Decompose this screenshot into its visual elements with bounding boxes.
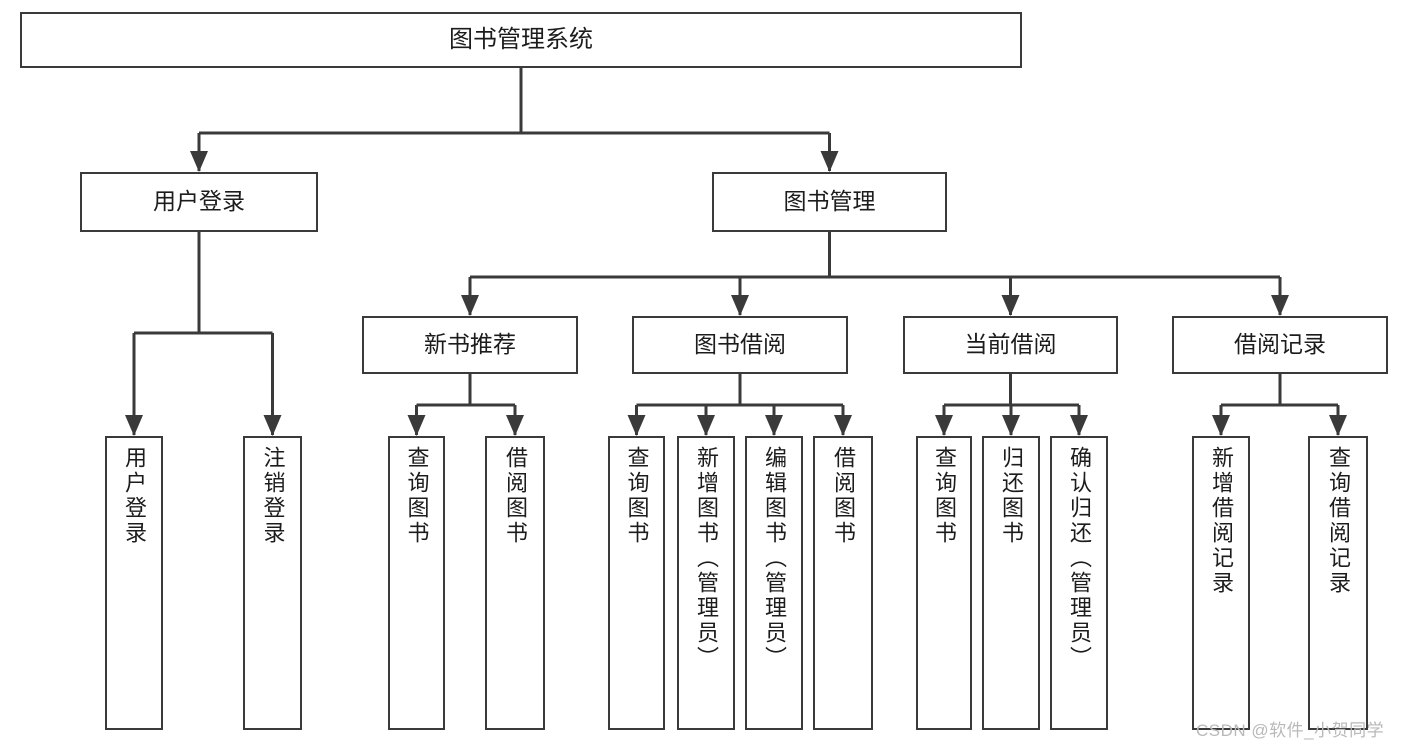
leaf-query-book-recommend[interactable]: 查询图书 [388,436,445,730]
node-book-manage[interactable]: 图书管理 [712,172,947,232]
watermark: CSDN @软件_小贺同学 [1196,721,1385,740]
leaf-borrow-book-recommend-label: 借阅图书 [503,446,528,546]
leaf-query-borrow-record[interactable]: 查询借阅记录 [1308,436,1368,730]
leaf-confirm-return-admin[interactable]: 确认归还（管理员） [1050,436,1108,730]
leaf-confirm-return-admin-label: 确认归还（管理员） [1067,446,1092,671]
node-book-borrow-label: 图书借阅 [694,331,786,358]
node-new-book-recommend[interactable]: 新书推荐 [362,316,578,374]
leaf-query-book-borrow[interactable]: 查询图书 [608,436,665,730]
leaf-return-book-label: 归还图书 [999,446,1024,546]
leaf-add-borrow-record-label: 新增借阅记录 [1209,446,1234,596]
leaf-add-book-admin[interactable]: 新增图书（管理员） [677,436,735,730]
leaf-add-borrow-record[interactable]: 新增借阅记录 [1192,436,1250,730]
node-current-borrow[interactable]: 当前借阅 [903,316,1118,374]
leaf-add-book-admin-label: 新增图书（管理员） [694,446,719,671]
leaf-query-book-borrow-label: 查询图书 [624,446,650,546]
leaf-edit-book-admin-label: 编辑图书（管理员） [762,446,787,671]
node-book-manage-label: 图书管理 [783,188,876,215]
node-user-login-label: 用户登录 [153,188,245,215]
leaf-borrow-book-recommend[interactable]: 借阅图书 [485,436,545,730]
leaf-query-book-current-label: 查询图书 [932,446,957,546]
leaf-edit-book-admin[interactable]: 编辑图书（管理员） [745,436,803,730]
leaf-logout[interactable]: 注销登录 [243,436,302,730]
node-current-borrow-label: 当前借阅 [964,331,1057,358]
node-new-book-recommend-label: 新书推荐 [424,331,516,358]
leaf-user-login[interactable]: 用户登录 [105,436,163,730]
node-root-label: 图书管理系统 [449,25,593,53]
node-root[interactable]: 图书管理系统 [20,12,1022,68]
node-user-login[interactable]: 用户登录 [80,172,318,232]
node-borrow-record-label: 借阅记录 [1234,331,1326,358]
leaf-logout-label: 注销登录 [260,446,286,546]
node-book-borrow[interactable]: 图书借阅 [632,316,848,374]
leaf-query-borrow-record-label: 查询借阅记录 [1326,446,1351,596]
leaf-borrow-book-borrow[interactable]: 借阅图书 [813,436,873,730]
leaf-return-book[interactable]: 归还图书 [982,436,1040,730]
leaf-user-login-label: 用户登录 [122,446,147,546]
leaf-borrow-book-borrow-label: 借阅图书 [831,446,856,546]
node-borrow-record[interactable]: 借阅记录 [1172,316,1388,374]
leaf-query-book-recommend-label: 查询图书 [404,446,430,546]
leaf-query-book-current[interactable]: 查询图书 [916,436,972,730]
